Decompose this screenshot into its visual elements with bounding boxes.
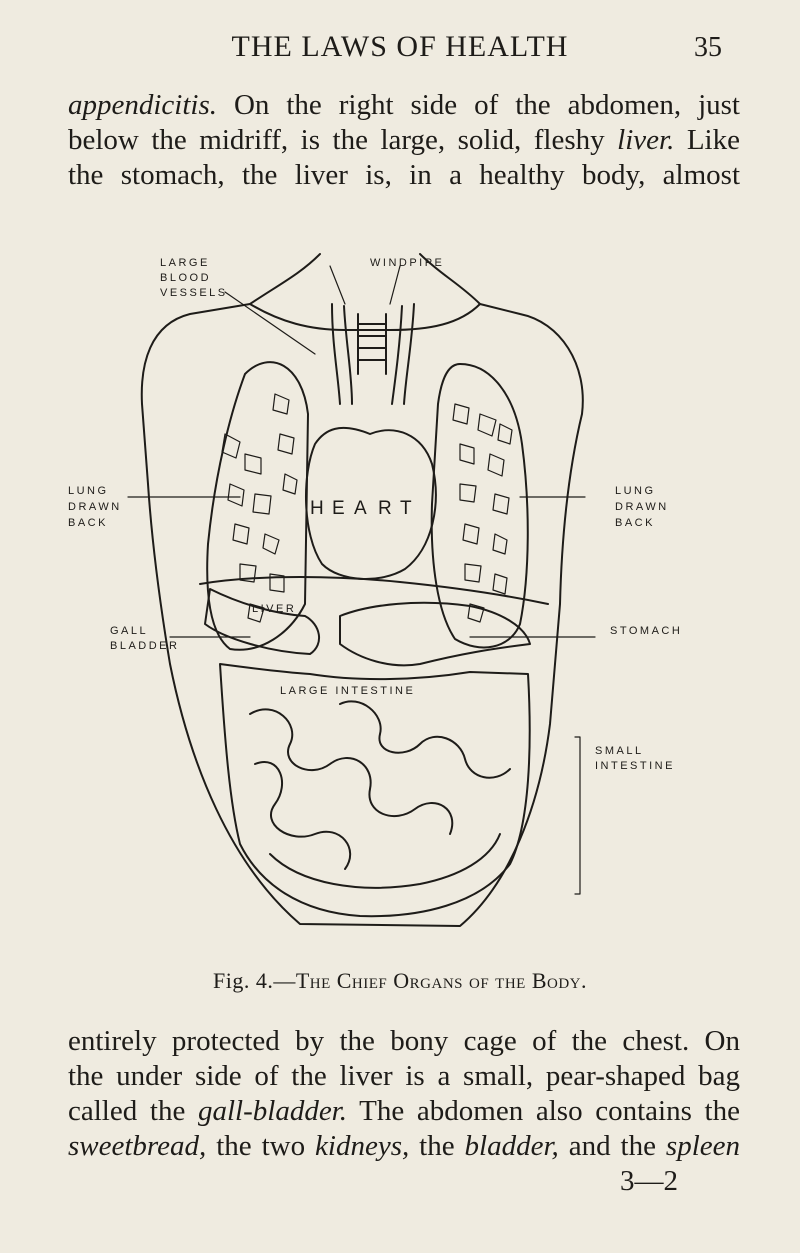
italic-term: spleen	[665, 1130, 740, 1162]
svg-text:BLOOD: BLOOD	[160, 272, 211, 284]
label-large-intestine: LARGE INTESTINE	[280, 685, 415, 697]
italic-term: sweetbread,	[68, 1130, 207, 1162]
caption-fig-number: Fig. 4.	[212, 968, 274, 993]
svg-text:H: H	[310, 498, 324, 519]
liver-drawing	[204, 588, 320, 655]
blood-vessels-drawing	[331, 303, 415, 405]
page-number: 35	[694, 32, 722, 63]
label-windpipe: WINDPIPE	[370, 257, 444, 269]
svg-text:BACK: BACK	[68, 517, 108, 529]
text-line: the stomach, the liver is, in a healthy …	[68, 159, 740, 191]
paragraph-bottom: entirely protected by the bony cage of t…	[68, 1024, 740, 1199]
svg-text:E: E	[332, 498, 345, 519]
svg-text:SMALL: SMALL	[595, 745, 644, 757]
neck-left	[249, 253, 321, 305]
svg-text:BACK: BACK	[615, 517, 655, 529]
page-header: THE LAWS OF HEALTH 35	[0, 30, 800, 70]
stomach-drawing	[339, 601, 531, 667]
text-line: entirely protected by the bony cage of t…	[68, 1025, 740, 1057]
text-line: appendicitis. On the right side of the a…	[68, 89, 740, 121]
left-lung	[206, 361, 309, 651]
svg-text:INTESTINE: INTESTINE	[595, 760, 675, 772]
svg-text:VESSELS: VESSELS	[160, 287, 228, 299]
svg-text:LUNG: LUNG	[68, 485, 109, 497]
svg-text:LARGE: LARGE	[160, 257, 210, 269]
svg-text:DRAWN: DRAWN	[615, 501, 669, 513]
svg-text:R: R	[378, 498, 392, 519]
heart-drawing	[305, 426, 437, 580]
text-line: below the midriff, is the large, solid, …	[68, 124, 740, 156]
italic-term: gall-bladder.	[197, 1095, 348, 1127]
italic-term: kidneys,	[315, 1130, 410, 1162]
svg-text:GALL: GALL	[110, 625, 148, 637]
text-line: sweetbread, the two kidneys, the bladder…	[68, 1130, 740, 1162]
text-line: the under side of the liver is a small, …	[68, 1060, 740, 1092]
neck-right	[419, 253, 481, 305]
label-large-blood-vessels: LARGE BLOOD VESSELS	[160, 257, 228, 299]
windpipe-drawing	[357, 313, 387, 375]
italic-term: bladder,	[464, 1130, 559, 1162]
label-lung-right: LUNG DRAWN BACK	[615, 485, 669, 529]
svg-text:BLADDER: BLADDER	[110, 640, 179, 652]
paragraph-top: appendicitis. On the right side of the a…	[68, 88, 740, 193]
label-lung-left: LUNG DRAWN BACK	[68, 485, 122, 529]
svg-text:T: T	[400, 498, 412, 519]
running-title: THE LAWS OF HEALTH	[231, 30, 569, 63]
label-stomach: STOMACH	[610, 625, 682, 637]
svg-text:DRAWN: DRAWN	[68, 501, 122, 513]
text-line: called the gall-bladder. The abdomen als…	[68, 1095, 740, 1127]
italic-term: appendicitis.	[68, 89, 218, 121]
small-intestine-loops	[249, 700, 511, 889]
anatomy-drawing: LARGE BLOOD VESSELS WINDPIPE LUNG DRAWN …	[68, 253, 682, 927]
label-gall-bladder: GALL BLADDER	[110, 625, 179, 652]
torso-outline	[140, 303, 584, 927]
leader-lines	[127, 265, 596, 895]
signature-mark: 3—2	[620, 1165, 678, 1197]
caption-text: The Chief Organs of the Body.	[295, 968, 588, 993]
svg-text:LUNG: LUNG	[615, 485, 656, 497]
right-lung	[430, 363, 529, 649]
label-heart: H E A R T	[310, 498, 412, 519]
label-liver: LIVER	[252, 603, 296, 615]
label-small-intestine: SMALL INTESTINE	[595, 745, 675, 772]
large-intestine-frame	[219, 663, 531, 918]
italic-term: liver.	[617, 124, 675, 156]
svg-text:A: A	[354, 498, 367, 519]
diaphragm-line	[199, 576, 549, 605]
lung-texture	[221, 393, 513, 623]
figure-caption: Fig. 4.—The Chief Organs of the Body.	[212, 968, 588, 993]
anatomy-figure: LARGE BLOOD VESSELS WINDPIPE LUNG DRAWN …	[40, 244, 730, 954]
